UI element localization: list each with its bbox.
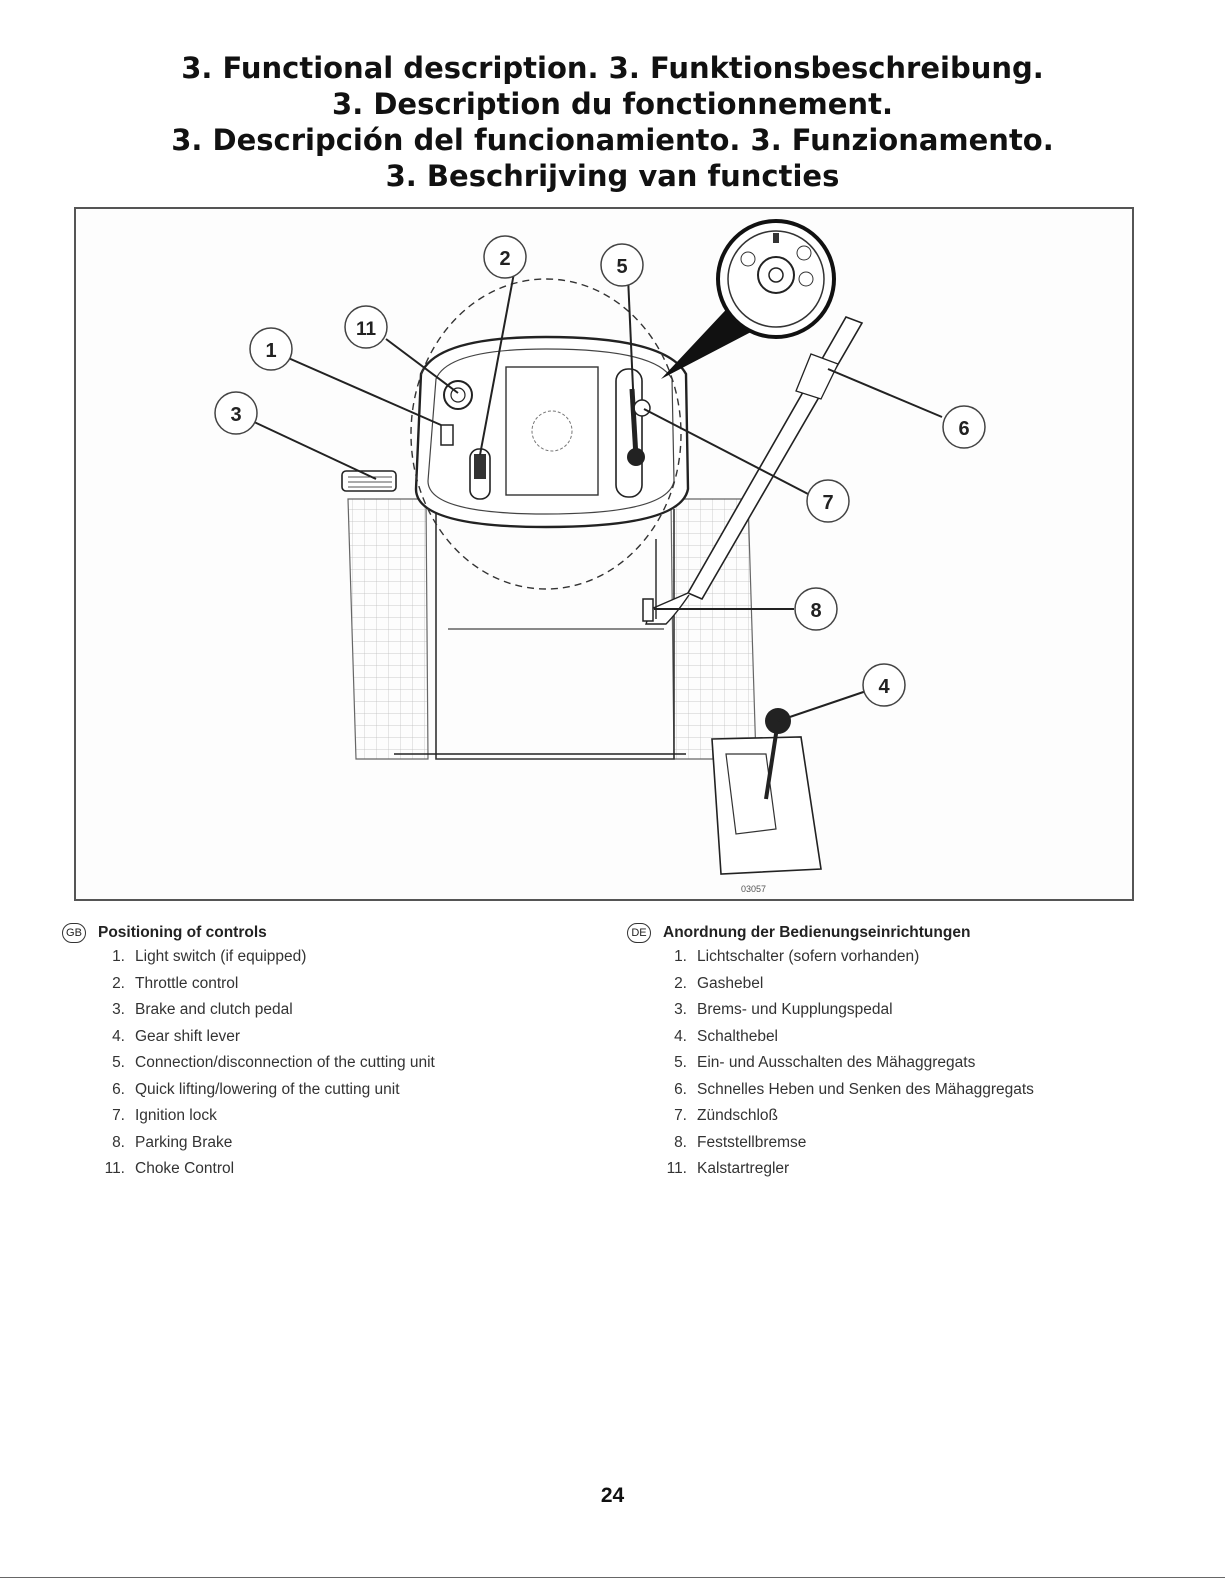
de-header: DE Anordnung der Bedienungseinrichtungen [627, 922, 1187, 944]
gb-language-badge: GB [62, 923, 86, 943]
callout-7: 7 [806, 479, 850, 523]
heading-line-en-de: 3. Functional description. 3. Funktionsb… [181, 51, 1044, 85]
gear-shift-detail [711, 708, 822, 875]
page-number: 24 [600, 1484, 625, 1507]
list-item: 4.Gear shift lever [112, 1027, 241, 1045]
callout-leaders [251, 272, 943, 722]
list-item: 1.Light switch (if equipped) [112, 948, 307, 965]
callout-8: 8 [794, 587, 838, 631]
tractor-body-outline [435, 509, 675, 760]
list-item: 11.Choke Control [104, 1160, 235, 1177]
callout-6: 6 [942, 405, 986, 449]
gb-section: GB Positioning of controls 1.Light switc… [62, 922, 602, 1187]
list-item: 5.Ein- und Ausschalten des Mähaggregats [674, 1054, 976, 1071]
heading-line-fr: 3. Description du fonctionnement. [332, 87, 893, 121]
callout-3: 3 [214, 391, 258, 435]
figure-code: 03057 [741, 884, 767, 894]
de-control-list: 1.Lichtschalter (sofern vorhanden) 2.Gas… [627, 948, 1187, 1187]
callout-2: 2 [483, 235, 527, 279]
controls-illustration: 1 2 3 4 5 6 7 8 11 [214, 219, 986, 875]
dashboard-highlight-circle [410, 278, 682, 590]
svg-text:6: 6 [958, 418, 969, 440]
heading-line-es-it: 3. Descripción del funcionamiento. 3. Fu… [171, 123, 1054, 157]
svg-text:8: 8 [810, 600, 821, 622]
page-heading: 3. Functional description. 3. Funktionsb… [0, 50, 1225, 194]
list-item: 7.Ignition lock [112, 1107, 217, 1124]
svg-text:4: 4 [878, 676, 890, 698]
list-item: 1.Lichtschalter (sofern vorhanden) [674, 948, 920, 965]
list-item: 6.Schnelles Heben und Senken des Mähaggr… [674, 1080, 1034, 1098]
list-item: 11.Kalstartregler [666, 1160, 790, 1177]
list-item: 8.Feststellbremse [674, 1133, 807, 1151]
cutting-unit-lever [615, 368, 645, 498]
throttle-lever [469, 448, 491, 500]
list-item: 8.Parking Brake [112, 1133, 233, 1151]
list-item: 3.Brake and clutch pedal [112, 1001, 293, 1018]
list-item: 7.Zündschloß [674, 1107, 778, 1124]
ignition-lock-detail [661, 219, 836, 379]
svg-text:11: 11 [356, 319, 377, 340]
callout-4: 4 [862, 663, 906, 707]
lift-lever [645, 316, 864, 625]
list-item: 6.Quick lifting/lowering of the cutting … [112, 1080, 400, 1098]
brake-pedal [341, 470, 397, 492]
ignition-small [633, 399, 651, 417]
list-item: 5.Connection/disconnection of the cuttin… [112, 1054, 435, 1071]
svg-text:1: 1 [265, 340, 276, 362]
gb-title: Positioning of controls [98, 924, 267, 941]
svg-text:2: 2 [499, 248, 510, 270]
callout-5: 5 [600, 243, 644, 287]
svg-text:7: 7 [822, 492, 833, 514]
parking-brake-knob [642, 598, 654, 622]
gb-header: GB Positioning of controls [62, 922, 602, 944]
list-item: 4.Schalthebel [674, 1027, 779, 1045]
list-item: 3.Brems- und Kupplungspedal [674, 1001, 893, 1018]
list-item: 2.Gashebel [674, 974, 764, 992]
list-item: 2.Throttle control [112, 974, 239, 992]
callout-11: 11 [344, 305, 388, 349]
right-fender [670, 498, 757, 760]
light-switch [440, 424, 454, 446]
controls-diagram: 1 2 3 4 5 6 7 8 11 03057 [74, 207, 1134, 901]
gb-control-list: 1.Light switch (if equipped) 2.Throttle … [62, 948, 602, 1187]
svg-text:3: 3 [230, 404, 241, 426]
dashboard [414, 335, 690, 529]
de-language-badge: DE [627, 923, 651, 943]
de-section: DE Anordnung der Bedienungseinrichtungen… [627, 922, 1187, 1187]
de-title: Anordnung der Bedienungseinrichtungen [663, 924, 971, 941]
heading-line-nl: 3. Beschrijving van functies [385, 159, 840, 193]
callout-1: 1 [249, 327, 293, 371]
left-fender [347, 498, 429, 760]
bottom-divider [0, 1577, 1225, 1578]
svg-text:5: 5 [616, 256, 627, 278]
